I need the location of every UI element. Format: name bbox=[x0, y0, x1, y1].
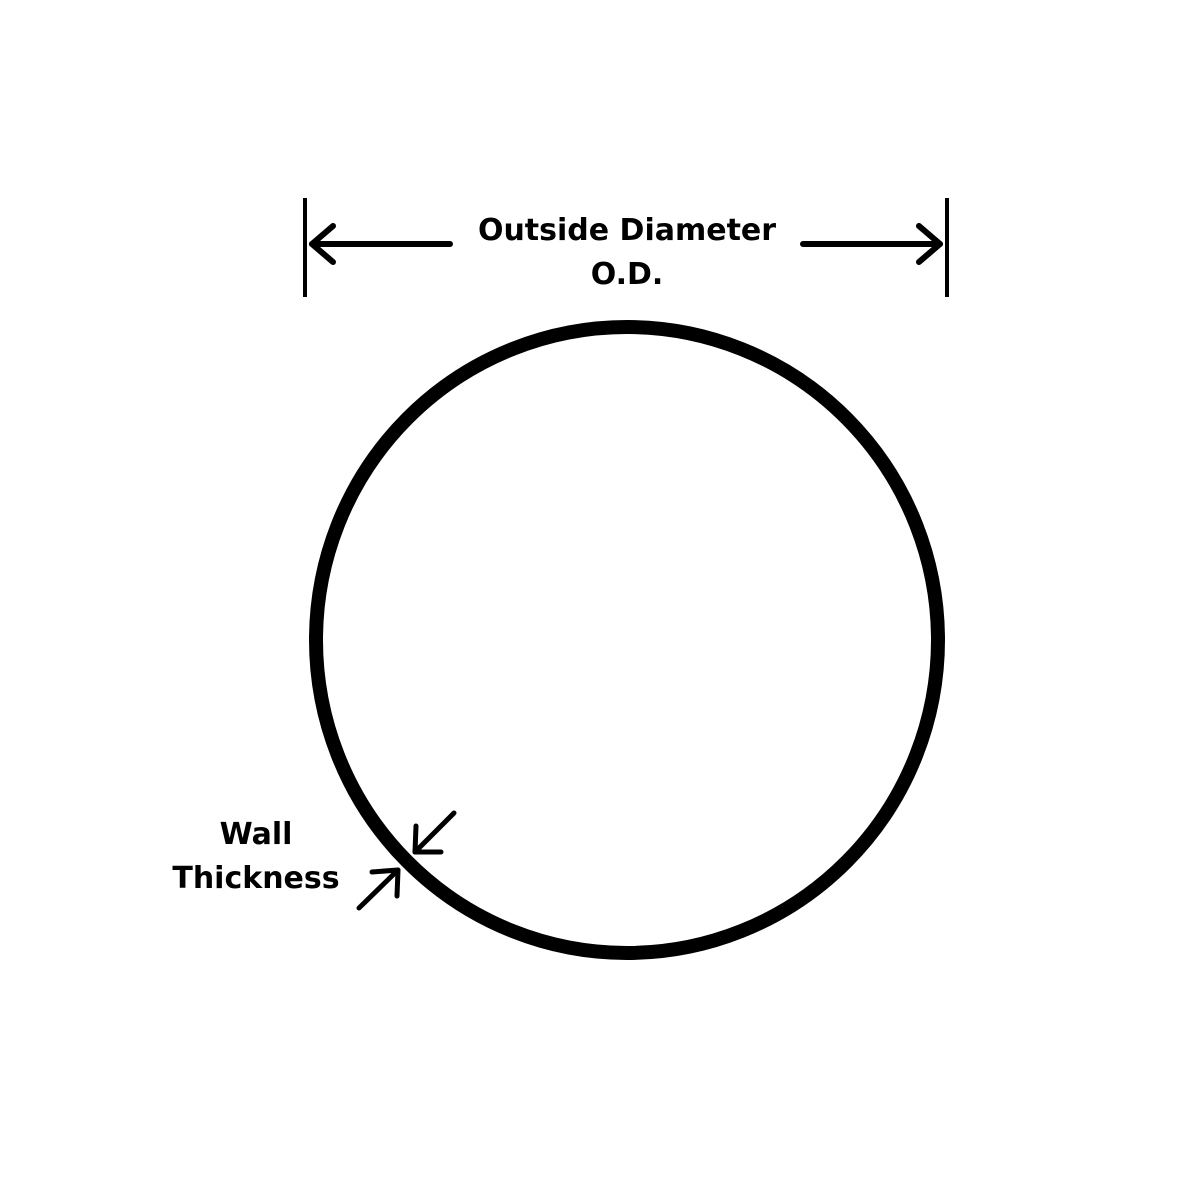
wall-label: Wall bbox=[220, 817, 293, 852]
outside-diameter-label: Outside Diameter bbox=[478, 213, 776, 248]
wall-thickness-outer-arrow bbox=[356, 867, 401, 911]
od-left-arrow bbox=[309, 223, 453, 265]
thickness-label: Thickness bbox=[172, 861, 339, 896]
wall-thickness-inner-arrow bbox=[412, 810, 457, 855]
pipe-wall-ring bbox=[309, 320, 945, 960]
od-right-arrow bbox=[800, 223, 943, 265]
od-abbrev-label: O.D. bbox=[591, 257, 664, 292]
